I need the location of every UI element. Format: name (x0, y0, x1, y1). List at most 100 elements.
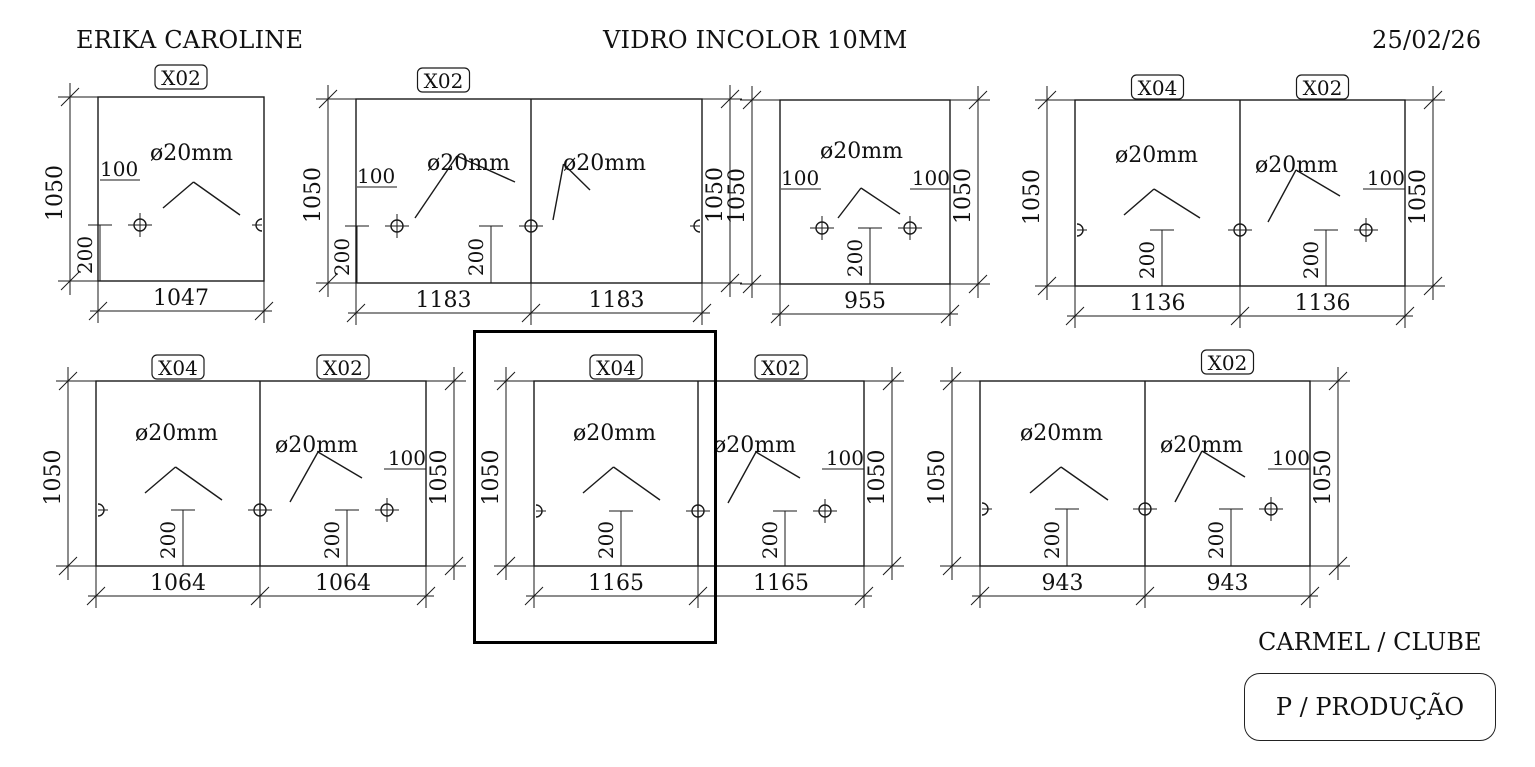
hole-diameter-label: ø20mm (713, 433, 796, 458)
hole-leader-line (1153, 188, 1201, 219)
dimension-tick (770, 304, 790, 324)
dimension-tick (1300, 586, 1320, 606)
dimension-tick (688, 586, 708, 606)
hole-leader-line (175, 466, 223, 501)
dimension-tick (1037, 90, 1057, 110)
width-label: 1165 (588, 571, 644, 596)
edge-offset-label: 100 (100, 157, 138, 181)
bottom-offset-label: 200 (843, 239, 867, 277)
hole-leader-line (1295, 169, 1341, 197)
dimension-tick (692, 303, 712, 323)
dimension-tick (742, 90, 762, 110)
dimension-tick (1230, 306, 1250, 326)
hole-diameter-label: ø20mm (135, 421, 218, 446)
edge-offset-label: 100 (781, 166, 819, 190)
client-name: ERIKA CAROLINE (76, 26, 304, 54)
bottom-offset-label: 200 (1135, 241, 1159, 279)
hole-leader-line (414, 155, 458, 219)
quantity-tag (589, 354, 643, 380)
width-label: 1136 (1295, 291, 1351, 316)
edge-offset-label: 100 (388, 446, 426, 470)
hole-leader-line (613, 466, 661, 501)
dimension-tick (970, 586, 990, 606)
dimension-tick (318, 273, 338, 293)
height-label: 1050 (301, 167, 326, 223)
dimension-tick (720, 273, 740, 293)
hole-leader-line (727, 451, 757, 504)
quantity-tag (754, 354, 808, 380)
hole-diameter-label: ø20mm (150, 141, 233, 166)
hole-diameter-label: ø20mm (563, 151, 646, 176)
dimension-tick (720, 89, 740, 109)
glass-panel-outline (95, 380, 427, 567)
height-label: 1050 (43, 165, 68, 221)
height-label: 1050 (951, 168, 976, 224)
hole-leader-line (289, 451, 319, 503)
hole-leader-line (1029, 466, 1062, 494)
bottom-offset-label: 200 (758, 521, 782, 559)
dimension-tick (854, 586, 874, 606)
bottom-offset-label: 200 (156, 521, 180, 559)
dimension-tick (1328, 556, 1348, 576)
quantity-tag (1130, 74, 1185, 100)
dimension-tick (1423, 276, 1443, 296)
quantity-tag (416, 67, 471, 93)
bottom-offset-label: 200 (1040, 521, 1064, 559)
quantity-label: X02 (1303, 76, 1343, 100)
dimension-tick (88, 301, 108, 321)
bottom-offset-label: 200 (464, 238, 488, 276)
dimension-tick (968, 274, 988, 294)
bottom-offset-label: 200 (594, 521, 618, 559)
dimension-tick (1065, 306, 1085, 326)
bottom-offset-label: 200 (320, 521, 344, 559)
hole-leader-line (837, 187, 862, 219)
dimension-tick (1423, 90, 1443, 110)
dimension-tick (742, 274, 762, 294)
hole-leader-line (162, 181, 194, 209)
quantity-tag (1295, 74, 1350, 100)
dimension-tick (444, 371, 464, 391)
dimension-tick (1328, 371, 1348, 391)
bottom-offset-label: 200 (1299, 241, 1323, 279)
dimension-tick (521, 303, 541, 323)
width-label: 1047 (153, 286, 209, 311)
dimension-tick (524, 586, 544, 606)
bottom-offset-label: 200 (330, 238, 354, 276)
hole-leader-line (1123, 188, 1155, 216)
edge-offset-label: 100 (1367, 166, 1405, 190)
hole-diameter-label: ø20mm (1020, 421, 1103, 446)
hole-leader-line (860, 187, 901, 215)
quantity-tag (154, 64, 208, 90)
height-label: 1050 (1020, 169, 1045, 225)
dimension-tick (968, 90, 988, 110)
drawing-date: 25/02/26 (1372, 26, 1482, 54)
edge-offset-label: 100 (826, 446, 864, 470)
dimension-tick (444, 556, 464, 576)
dimension-tick (940, 304, 960, 324)
hole-diameter-label: ø20mm (427, 151, 510, 176)
hole-diameter-label: ø20mm (1255, 153, 1338, 178)
glass-panel-outline (533, 380, 865, 567)
height-label: 1050 (725, 168, 750, 224)
bottom-offset-label: 200 (1204, 521, 1228, 559)
production-status-button[interactable]: P / PRODUÇÃO (1244, 673, 1496, 741)
hole-leader-line (193, 181, 241, 216)
quantity-label: X02 (761, 356, 801, 380)
hole-diameter-label: ø20mm (1115, 143, 1198, 168)
dimension-tick (942, 556, 962, 576)
hole-diameter-label: ø20mm (573, 421, 656, 446)
status-label: P / PRODUÇÃO (1275, 693, 1465, 721)
hole-leader-line (317, 451, 363, 479)
hole-leader-line (582, 466, 614, 494)
width-label: 1165 (753, 571, 809, 596)
width-label: 1064 (315, 571, 371, 596)
dimension-tick (1135, 586, 1155, 606)
width-label: 955 (844, 289, 886, 314)
hole-diameter-label: ø20mm (820, 139, 903, 164)
hole-leader-line (755, 451, 801, 479)
glass-panel-outline (97, 96, 265, 282)
hole-leader-line (563, 163, 591, 191)
dimension-tick (86, 586, 106, 606)
height-label: 1050 (479, 450, 504, 506)
